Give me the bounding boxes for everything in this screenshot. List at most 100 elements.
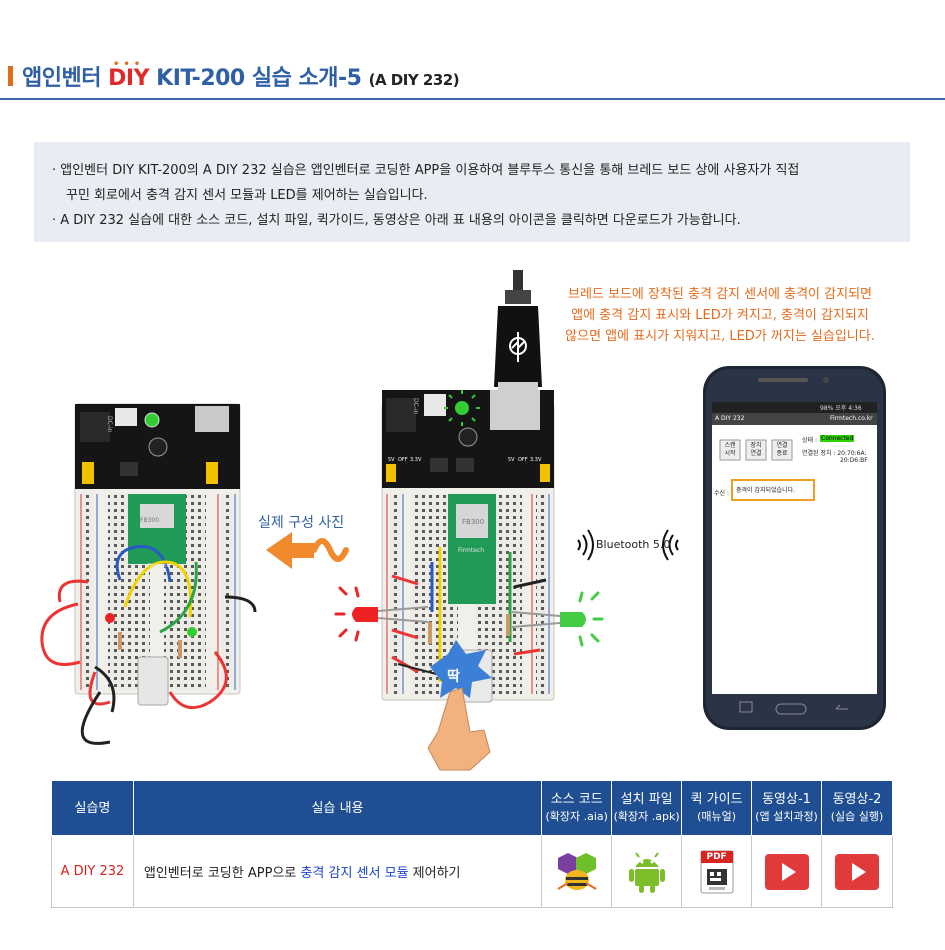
page-title: 앱인벤터 •••DIY KIT-200 실습 소개-5 (A DIY 232)	[22, 59, 460, 92]
real-photo-label: 실제 구성 사진	[258, 515, 345, 531]
phone-status-bar: 98% 오후 4:36	[820, 405, 862, 412]
header-install-label: 설치 파일	[620, 792, 673, 807]
info-line-3: · A DIY 232 실습에 대한 소스 코드, 설치 파일, 퀵가이드, 동…	[52, 213, 741, 228]
header-video2-sub: (실습 실행)	[830, 810, 884, 823]
phone-scan-label-2: 시작	[724, 450, 736, 457]
tap-burst-icon: 딱	[430, 640, 492, 698]
header-source-label: 소스 코드	[550, 792, 603, 807]
title-subtitle: (A DIY 232)	[368, 71, 460, 89]
phone-recv-label: 수신 :	[714, 490, 729, 497]
diy-dots-decoration: •••	[112, 59, 145, 70]
phone-connect-label-1: 장치	[750, 442, 762, 449]
header-video2: 동영상-2 (실습 실행)	[821, 780, 893, 836]
real-module-label: FB300	[140, 517, 159, 524]
callout-line-3: 않으면 앱에 표시가 지워지고, LED가 꺼지는 실습입니다.	[565, 329, 875, 344]
info-line-2: 꾸민 회로에서 충격 감지 센서 모듈과 LED를 제어하는 실습입니다.	[66, 188, 428, 203]
row-content-highlight: 충격 감지 센서 모듈	[300, 866, 409, 881]
phone-disconnect-label-2: 종료	[776, 450, 788, 457]
header-source-sub: (확장자 .aia)	[545, 810, 608, 823]
table-header-row: 실습명 실습 내용 소스 코드 (확장자 .aia) 설치 파일 (확장자 .apk…	[51, 780, 893, 836]
header-name: 실습명	[51, 780, 134, 836]
title-main: KIT-200 실습 소개-5	[149, 66, 369, 91]
phone-app-brand: Firmtech.co.kr	[830, 415, 873, 422]
title-accent-bar	[8, 66, 13, 86]
header-video1-sub: (앱 설치과정)	[755, 810, 818, 823]
phone-recv-value: 충격이 감지되었습니다.	[736, 487, 796, 494]
diagram-5v-left: 5V	[388, 457, 395, 463]
row-content: 앱인벤터로 코딩한 APP으로 충격 감지 센서 모듈 제어하기	[132, 835, 543, 908]
title-diy: •••DIY	[108, 59, 150, 91]
phone-app-title: A DIY 232	[715, 415, 745, 422]
phone-disconnect-label-1: 연결	[776, 442, 788, 449]
info-box: · 앱인벤터 DIY KIT-200의 A DIY 232 실습은 앱인벤터로 …	[34, 142, 910, 242]
phone-state-label: 상태 :	[802, 437, 817, 444]
diagram-module-label: FB300	[462, 518, 484, 526]
resources-table: 실습명 실습 내용 소스 코드 (확장자 .aia) 설치 파일 (확장자 .apk…	[51, 780, 893, 908]
table-row: A DIY 232 앱인벤터로 코딩한 APP으로 충격 감지 센서 모듈 제어…	[51, 835, 893, 908]
info-line-1: · 앱인벤터 DIY KIT-200의 A DIY 232 실습은 앱인벤터로 …	[52, 163, 800, 178]
tap-label: 딱	[447, 668, 460, 685]
header-video1-label: 동영상-1	[762, 792, 811, 807]
callout-line-2: 앱에 충격 감지 표시와 LED가 켜지고, 충격이 감지되지	[571, 308, 869, 323]
appinventor-source-icon[interactable]	[554, 849, 600, 895]
source-code-cell	[541, 835, 613, 908]
green-led-icon	[511, 591, 604, 647]
bluetooth-waves-right-icon	[662, 529, 679, 561]
header-content-label: 실습 내용	[311, 800, 364, 816]
smartphone-mockup	[703, 366, 886, 730]
description-callout: 브레드 보드에 장착된 충격 감지 센서에 충격이 감지되면 앱에 충격 감지 …	[540, 284, 900, 347]
bluetooth-waves-left-icon	[577, 529, 594, 561]
real-module-brand: Firmtech	[148, 563, 170, 569]
android-apk-icon[interactable]	[624, 849, 670, 895]
video1-cell	[751, 835, 822, 908]
illustration-svg: DC-in FB300 Firmtech	[40, 270, 886, 771]
orange-arrow-icon	[266, 532, 349, 569]
bluetooth-label: Bluetooth 5.0	[596, 538, 671, 551]
callout-line-1: 브레드 보드에 장착된 충격 감지 센서에 충격이 감지되면	[567, 287, 872, 302]
video-play-icon-1[interactable]	[764, 849, 810, 895]
diagram-off-left: OFF	[398, 457, 408, 463]
row-content-pre: 앱인벤터로 코딩한 APP으로	[143, 866, 301, 881]
real-photo-breadboard: DC-in FB300 Firmtech	[40, 403, 257, 745]
row-content-post: 제어하기	[408, 866, 461, 881]
header-video1: 동영상-1 (앱 설치과정)	[751, 780, 822, 836]
page-header: 앱인벤터 •••DIY KIT-200 실습 소개-5 (A DIY 232)	[0, 0, 945, 100]
kit-illustration: 브레드 보드에 장착된 충격 감지 센서에 충격이 감지되면 앱에 충격 감지 …	[0, 262, 945, 772]
pdf-guide-button[interactable]: PDF	[697, 849, 737, 895]
title-prefix: 앱인벤터	[22, 66, 109, 91]
power-led-icon	[444, 390, 480, 426]
diagram-33v-right: 3.3V	[530, 457, 542, 463]
phone-device-label: 연결된 장치 : 20:70:6A:	[802, 450, 867, 457]
phone-connect-label-2: 연결	[750, 450, 762, 457]
phone-connect-button[interactable]: 장치 연결	[746, 442, 766, 458]
diagram-33v-left: 3.3V	[410, 457, 422, 463]
header-source: 소스 코드 (확장자 .aia)	[541, 780, 613, 836]
diagram-5v-right: 5V	[508, 457, 515, 463]
header-install-sub: (확장자 .apk)	[613, 810, 680, 823]
phone-device-value: 20:D6:BF	[840, 457, 868, 464]
diagram-off-right: OFF	[518, 457, 528, 463]
header-content: 실습 내용	[132, 780, 543, 836]
row-name: A DIY 232	[51, 835, 134, 908]
usb-plug-icon	[494, 270, 542, 412]
red-led-icon	[334, 586, 429, 642]
phone-scan-label-1: 스캔	[724, 442, 736, 449]
video2-cell	[821, 835, 893, 908]
phone-state-value: Connected	[821, 435, 854, 442]
video-play-icon-2[interactable]	[834, 849, 880, 895]
header-guide-label: 퀵 가이드	[690, 792, 743, 807]
header-install: 설치 파일 (확장자 .apk)	[611, 780, 683, 836]
phone-disconnect-button[interactable]: 연결 종료	[772, 442, 792, 458]
diagram-dc-in-label: DC-in	[412, 398, 419, 415]
hand-pointer-icon	[427, 687, 491, 771]
header-video2-label: 동영상-2	[832, 792, 882, 807]
real-dc-in-label: DC-in	[106, 416, 113, 433]
header-guide-sub: (매뉴얼)	[697, 810, 737, 823]
title-diy-text: DIY	[108, 66, 150, 91]
quick-guide-cell: PDF	[681, 835, 753, 908]
phone-scan-button[interactable]: 스캔 시작	[720, 442, 740, 458]
install-file-cell	[611, 835, 683, 908]
pdf-label: PDF	[706, 851, 727, 862]
header-guide: 퀵 가이드 (매뉴얼)	[681, 780, 753, 836]
header-name-label: 실습명	[74, 800, 111, 816]
